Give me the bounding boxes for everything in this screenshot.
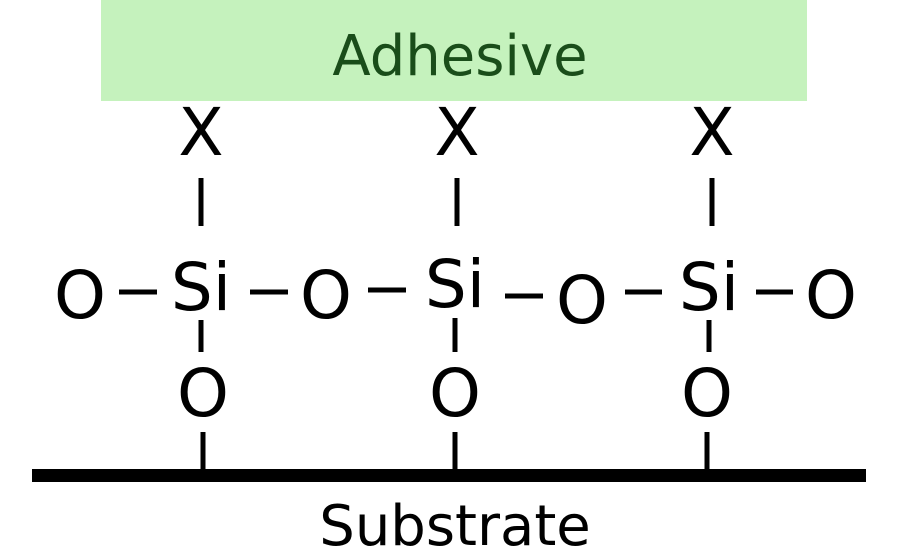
oxygen-mid-1: O — [300, 257, 352, 334]
oxygen-bottom-1: O — [177, 355, 229, 432]
oxygen-mid-2: O — [556, 262, 608, 339]
oxygen-right: O — [805, 257, 857, 334]
oxygen-bottom-3: O — [681, 355, 733, 432]
silicon-3: Si — [679, 249, 739, 326]
substrate-surface-line — [32, 469, 866, 482]
oxygen-left: O — [54, 257, 106, 334]
silicon-1: Si — [171, 249, 231, 326]
adhesive-layer — [101, 0, 807, 101]
oxygen-bottom-2: O — [429, 355, 481, 432]
x-group-3: X — [689, 94, 734, 171]
substrate-label: Substrate — [319, 494, 590, 550]
adhesive-label: Adhesive — [332, 24, 587, 89]
silicon-2: Si — [425, 246, 485, 323]
x-group-2: X — [434, 94, 479, 171]
x-group-1: X — [178, 94, 223, 171]
